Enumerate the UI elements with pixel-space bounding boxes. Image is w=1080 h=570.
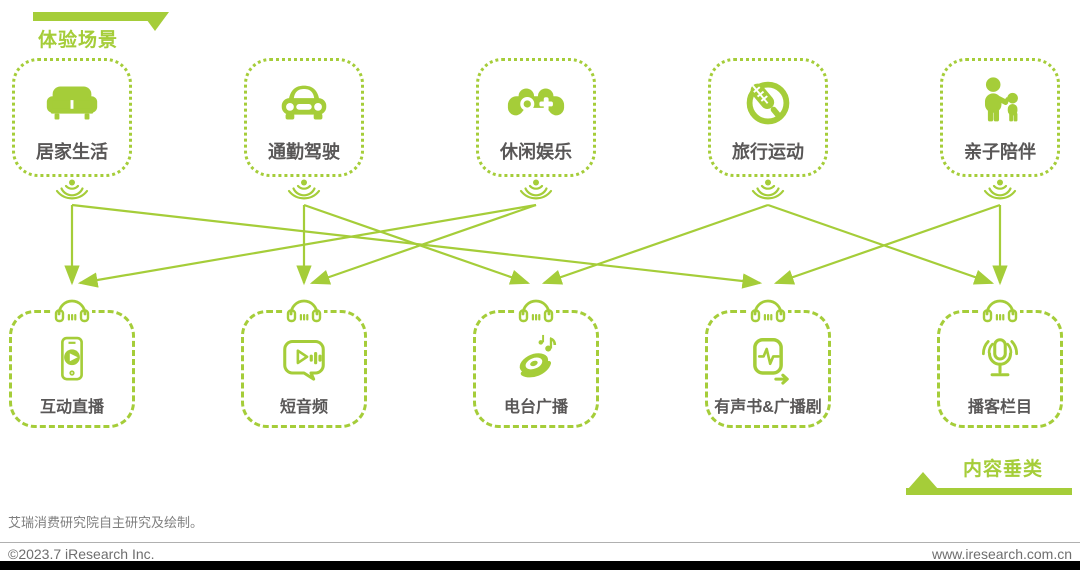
scenario-to-content-arrow [541,203,769,285]
live-phone-icon [61,336,83,381]
sofa-icon [46,86,98,119]
content-label: 有声书&广播剧 [714,399,822,416]
headphones-icon [748,294,788,324]
gamepad-icon [507,87,565,115]
sound-ripple-icon [55,179,89,200]
scenario-card-travel: 旅行运动 [708,58,828,177]
website-text: www.iresearch.com.cn [931,546,1072,562]
bottom-banner-label: 内容垂类 [963,459,1044,480]
bottom-banner-triangle-icon [908,472,938,489]
scenario-to-content-arrow [71,203,763,289]
sound-ripple-icon [519,179,553,200]
scenario-label: 亲子陪伴 [964,141,1036,162]
scenario-card-commute: 通勤驾驶 [244,58,364,177]
top-banner-triangle-icon [141,12,169,31]
content-card-live: 互动直播 [9,310,135,428]
scenario-to-content-arrow [77,203,537,288]
sound-ripple-icon [751,179,785,200]
short-audio-icon [283,339,325,381]
content-label: 短音频 [279,399,328,416]
content-card-audiobook: 有声书&广播剧 [705,310,831,428]
content-card-podcast: 播客栏目 [937,310,1063,428]
footer-black-bar [0,561,1080,570]
content-label: 电台广播 [503,399,568,416]
radio-broadcast-icon [519,334,557,378]
travel-sport-icon [746,81,790,124]
sound-ripple-icon [983,179,1017,200]
scenario-label: 休闲娱乐 [500,141,572,162]
scenario-card-leisure: 休闲娱乐 [476,58,596,177]
content-card-radio: 电台广播 [473,310,599,428]
scenario-label: 通勤驾驶 [268,141,340,162]
headphones-icon [52,294,92,324]
content-card-short-audio: 短音频 [241,310,367,428]
parent-child-icon [984,76,1018,121]
source-note: 艾瑞消费研究院自主研究及绘制。 [8,515,204,530]
podcast-mic-icon [981,338,1019,377]
scenario-card-parent-child: 亲子陪伴 [940,58,1060,177]
content-label: 播客栏目 [967,399,1032,416]
content-label: 互动直播 [39,399,104,416]
scenario-to-content-arrow [773,203,1001,285]
scenario-to-content-arrow [309,203,537,285]
scenario-to-content-arrow [303,203,531,285]
car-icon [281,85,327,119]
top-banner-label: 体验场景 [38,30,119,51]
scenario-label: 旅行运动 [732,141,804,162]
scenario-card-home: 居家生活 [12,58,132,177]
sound-ripple-icon [287,179,321,200]
audiobook-icon [753,338,789,385]
headphones-icon [516,294,556,324]
footer-divider [0,542,1080,543]
scenario-to-content-arrow [767,203,995,285]
copyright-text: ©2023.7 iResearch Inc. [8,546,155,562]
bottom-banner-bar [906,488,1072,495]
headphones-icon [980,294,1020,324]
top-banner-bar [33,12,157,21]
scenario-label: 居家生活 [36,141,108,162]
headphones-icon [284,294,324,324]
